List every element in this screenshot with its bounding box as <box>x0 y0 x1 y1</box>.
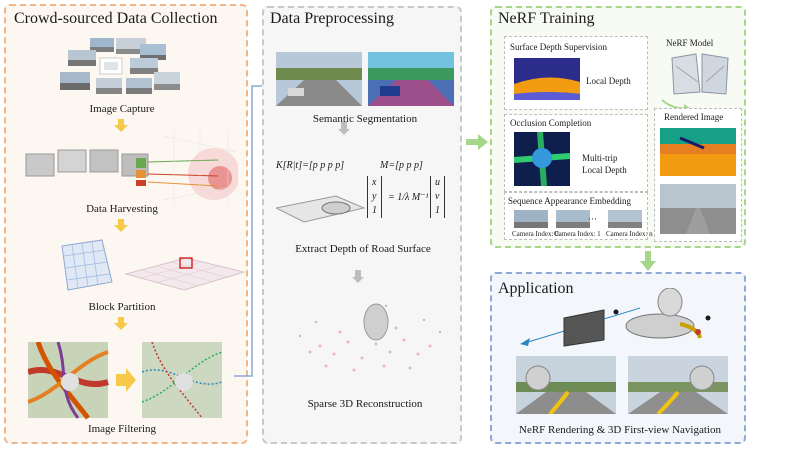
formula-rhs-u: u <box>435 177 440 188</box>
navigation-illustration <box>520 288 711 347</box>
down-arrow-icon <box>338 122 350 135</box>
sparse-reconstruction-illustration <box>298 303 442 372</box>
rendered-image-label: Rendered Image <box>664 112 724 122</box>
sequence-embedding-label: Sequence Appearance Embedding <box>508 196 631 206</box>
camera-index-1-label: Camera Index: 1 <box>554 230 601 238</box>
image-capture-thumbnails <box>60 38 180 94</box>
block-partition-illustration <box>61 239 246 291</box>
collection-title: Crowd-sourced Data Collection <box>14 10 218 27</box>
camera-index-0-label: Camera Index: 0 <box>512 230 559 238</box>
multitrip-label-group: Multi-trip Local Depth <box>582 152 627 176</box>
sparse-reconstruction-label: Sparse 3D Reconstruction <box>307 398 423 410</box>
application-caption: NeRF Rendering & 3D First-view Navigatio… <box>519 424 721 436</box>
application-title: Application <box>498 280 574 297</box>
nerf-rendering-view-2 <box>628 356 728 414</box>
projection-matrix-m: M=[p p p] <box>380 160 423 171</box>
occlusion-completion-label: Occlusion Completion <box>510 118 592 128</box>
camera-ellipsis: ··· <box>588 214 597 224</box>
multitrip-local-depth-label: Local Depth <box>582 165 627 175</box>
formula-lhs-x: x <box>372 177 377 188</box>
down-arrow-icon <box>114 317 128 330</box>
block-partition-label: Block Partition <box>88 301 156 313</box>
image-filtering-label: Image Filtering <box>87 423 157 435</box>
formula-rhs-vector: u v 1 <box>430 176 445 218</box>
projection-matrix-k: K[R|t]=[p p p p] <box>276 160 345 171</box>
training-title: NeRF Training <box>498 10 595 27</box>
local-depth-image <box>514 58 580 100</box>
connector-arrow-training-to-application <box>640 251 656 271</box>
formula-rhs-v: v <box>435 191 440 202</box>
down-arrow-icon <box>352 270 364 283</box>
formula-rhs-one: 1 <box>435 205 440 216</box>
road-surface-illustration <box>276 195 366 223</box>
semantic-segmentation-images <box>276 52 454 106</box>
image-capture-label: Image Capture <box>89 103 155 115</box>
nerf-rendering-view-1 <box>516 356 616 414</box>
preprocessing-title: Data Preprocessing <box>270 10 394 27</box>
formula-middle: = 1/λ M⁻¹ <box>388 192 429 203</box>
camera-index-images <box>514 210 642 228</box>
down-arrow-icon <box>114 119 128 132</box>
formula-lhs-one: 1 <box>372 205 377 216</box>
data-harvesting-illustration <box>25 130 238 204</box>
camera-index-n-label: Camera Index: n <box>606 230 653 238</box>
nerf-model-label: NeRF Model <box>666 38 714 48</box>
image-filtering-illustration <box>28 342 223 420</box>
multitrip-label: Multi-trip <box>582 153 618 163</box>
rendered-image-previews <box>660 128 736 234</box>
surface-depth-label: Surface Depth Supervision <box>510 42 607 52</box>
extract-depth-label: Extract Depth of Road Surface <box>295 243 431 255</box>
local-depth-label: Local Depth <box>586 76 631 86</box>
connector-arrow-preprocessing-to-training <box>466 134 488 150</box>
multitrip-depth-image <box>514 132 570 186</box>
formula-lhs-y: y <box>372 191 377 202</box>
formula-lhs-vector: x y 1 <box>367 176 382 218</box>
down-arrow-icon <box>114 219 128 232</box>
nerf-model-illustration <box>671 53 729 95</box>
semantic-segmentation-label: Semantic Segmentation <box>312 113 418 125</box>
data-harvesting-label: Data Harvesting <box>86 203 158 215</box>
